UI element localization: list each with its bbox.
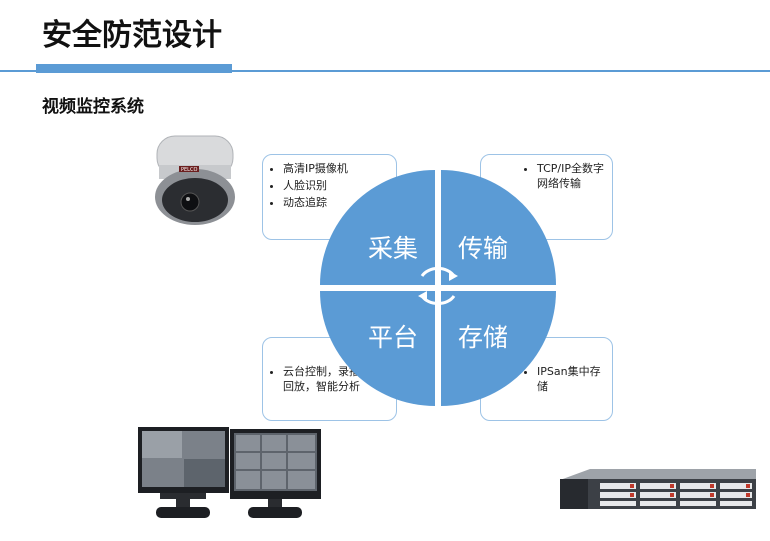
callout-item: 人脸识别	[283, 178, 388, 193]
callout-item: 动态追踪	[283, 195, 388, 210]
callout-capture: 高清IP摄像机 人脸识别 动态追踪	[262, 154, 397, 240]
page-title: 安全防范设计	[42, 18, 222, 53]
monitors-icon	[138, 427, 321, 518]
dome-camera-icon	[155, 135, 235, 225]
quadrant-label-capture: 采集	[368, 234, 419, 263]
storage-server-icon	[560, 469, 756, 509]
callout-item: IPSan集中存储	[537, 364, 604, 394]
callout-item: 高清IP摄像机	[283, 161, 388, 176]
cycle-arrows-icon	[420, 266, 456, 306]
quadrant-label-storage: 存储	[458, 323, 509, 352]
quadrant-label-platform: 平台	[368, 323, 419, 352]
quadrant-label-transmission: 传输	[458, 234, 509, 263]
title-accent-bar	[36, 64, 232, 73]
callout-item: 云台控制，录播回放，智能分析	[283, 364, 365, 394]
section-subtitle: 视频监控系统	[42, 97, 144, 117]
title-rule	[0, 70, 770, 72]
camera-brand-label: PELCO	[181, 167, 197, 173]
callout-item: TCP/IP全数字网络传输	[537, 161, 604, 191]
callout-transmission: TCP/IP全数字网络传输	[480, 154, 613, 240]
